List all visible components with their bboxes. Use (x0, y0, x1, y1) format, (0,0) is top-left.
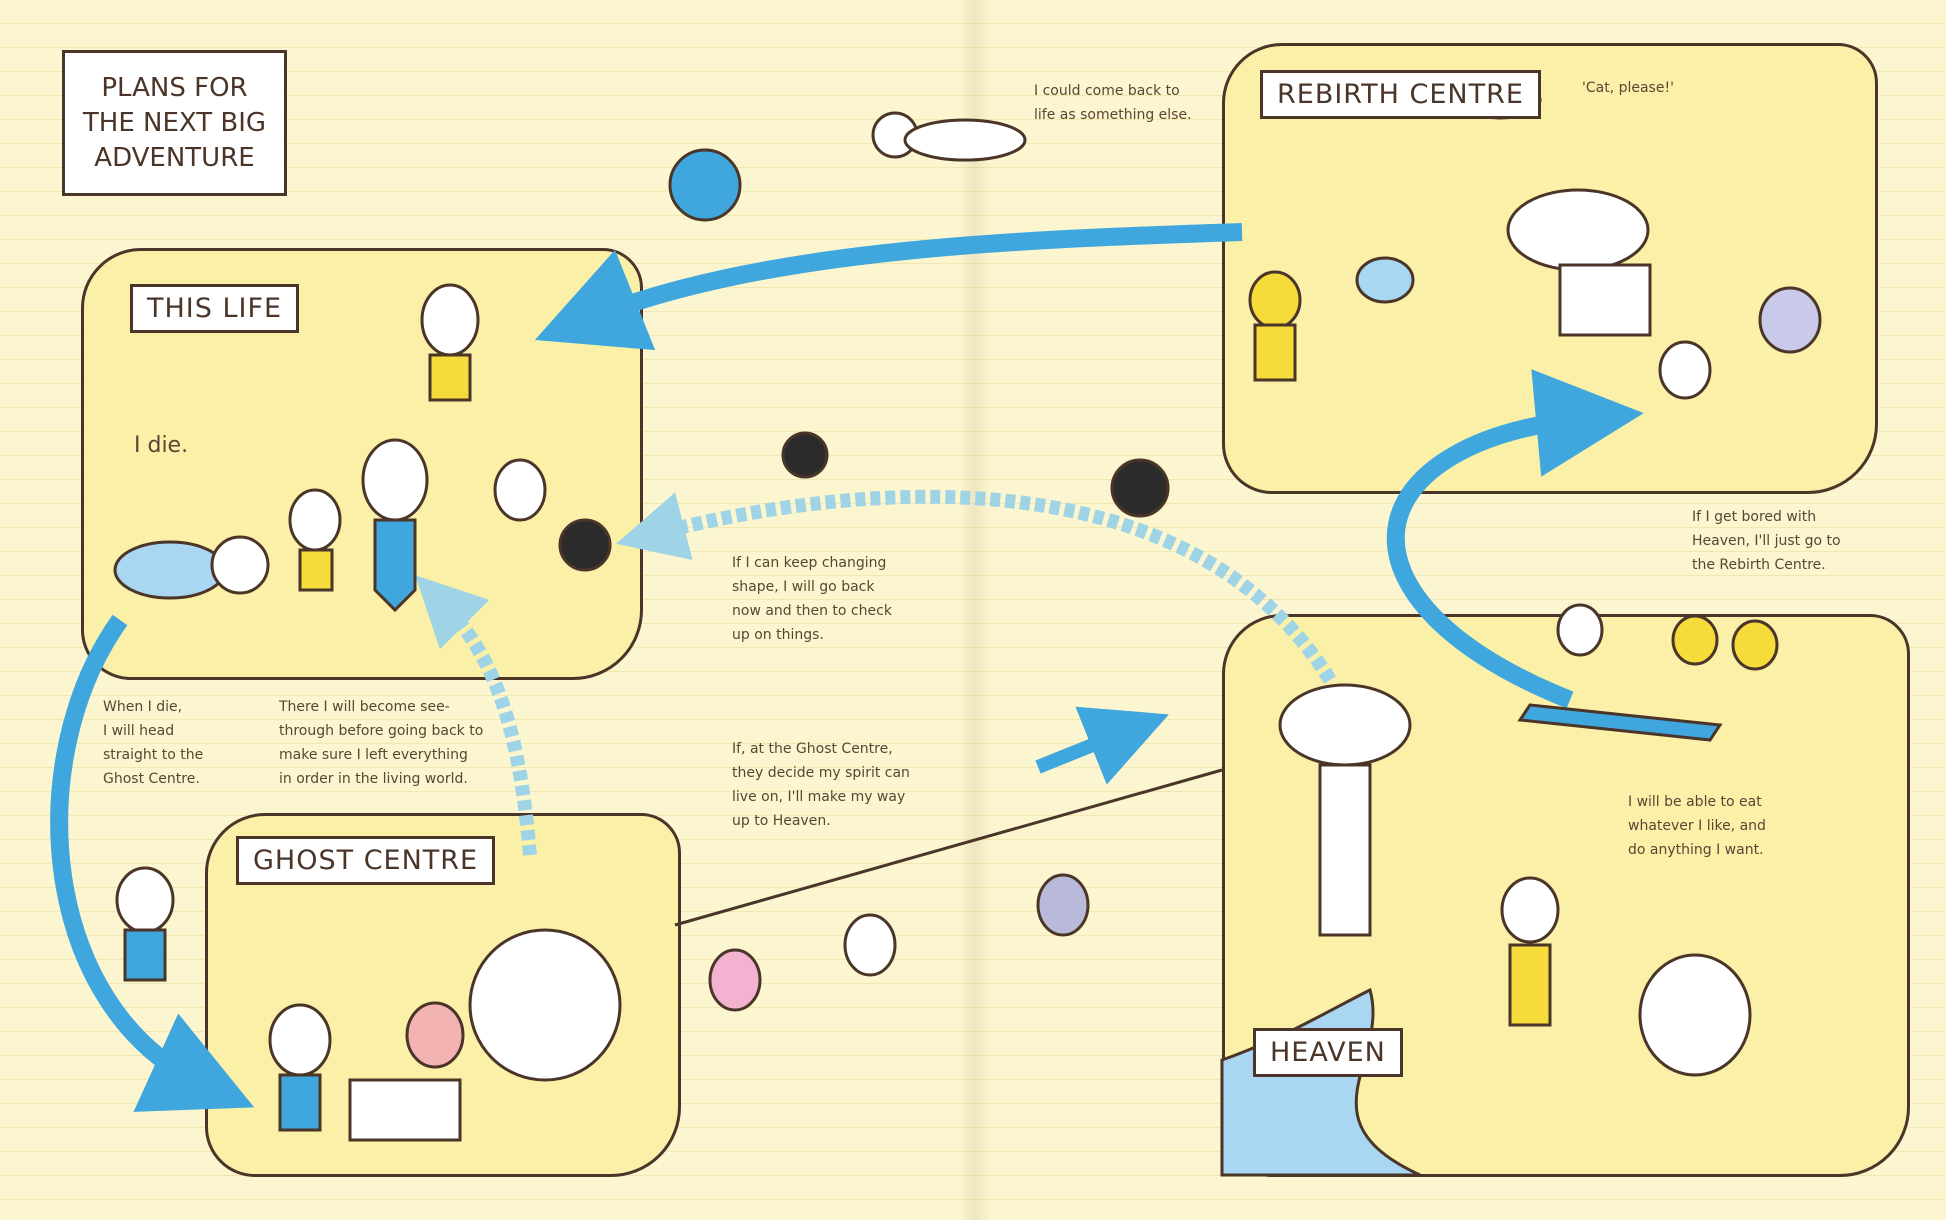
character-figures (113, 80, 1822, 1177)
i-die-caption: I die. (134, 433, 189, 458)
page-title: PLANS FOR THE NEXT BIG ADVENTURE (62, 50, 287, 196)
this-life-label: THIS LIFE (130, 284, 300, 333)
rebirth-centre-label: REBIRTH CENTRE (1260, 70, 1541, 119)
cable-line (674, 768, 1223, 927)
arrow-up-to-heaven (1035, 706, 1169, 785)
note-changing-shape: If I can keep changing shape, I will go … (732, 555, 892, 643)
book-spine (960, 0, 990, 1220)
note-come-back: I could come back to life as something e… (1034, 83, 1192, 123)
note-see-through: There I will become see- through before … (279, 699, 484, 787)
cat-please-speech: 'Cat, please!' (1582, 80, 1674, 96)
ghost-centre-label: GHOST CENTRE (236, 836, 496, 885)
arrow-life-to-ghost (50, 614, 255, 1112)
dashed-arrow-heaven-to-life (616, 489, 1336, 684)
dashed-arrow-ghost-to-life (415, 575, 537, 856)
arrow-rebirth-to-life (534, 223, 1243, 351)
note-ghost-centre-decide: If, at the Ghost Centre, they decide my … (732, 741, 910, 829)
heaven-label: HEAVEN (1253, 1028, 1403, 1077)
note-eat: I will be able to eat whatever I like, a… (1628, 794, 1766, 858)
note-bored: If I get bored with Heaven, I'll just go… (1692, 509, 1841, 573)
note-when-i-die: When I die, I will head straight to the … (103, 699, 204, 787)
arrow-heaven-to-rebirth (1386, 369, 1644, 709)
